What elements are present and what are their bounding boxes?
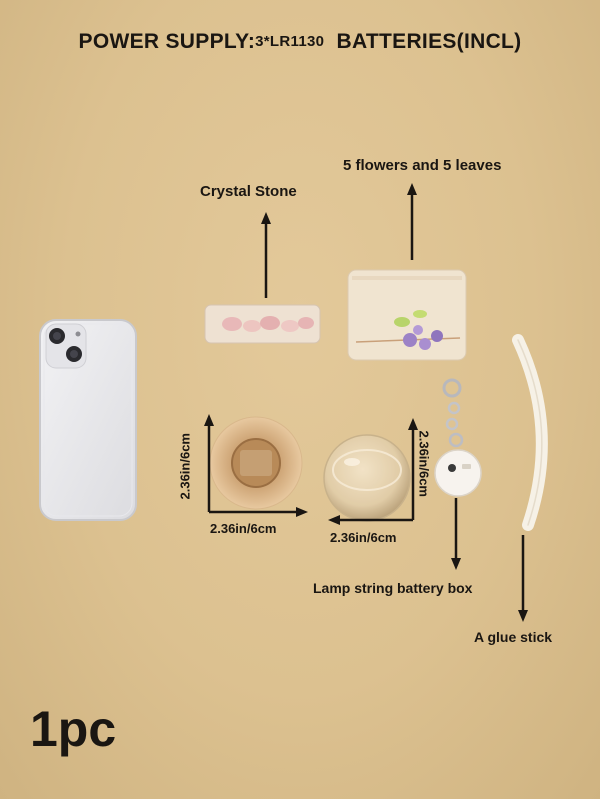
glue-stick-label: A glue stick	[474, 629, 553, 645]
wooden-base-image	[209, 416, 303, 510]
glue-stick-image	[512, 334, 548, 531]
flowers-leaves-label: 5 flowers and 5 leaves	[343, 157, 502, 174]
crystal-stone-label: Crystal Stone	[200, 183, 297, 200]
base-width-label: 2.36in/6cm	[210, 521, 277, 536]
title-prefix: POWER SUPPLY:	[78, 30, 256, 53]
flowers-bag-image	[347, 269, 467, 361]
dome-width-label: 2.36in/6cm	[330, 530, 397, 545]
phone-image	[39, 319, 137, 521]
annotation-arrows	[204, 183, 528, 622]
title-suffix: BATTERIES(INCL)	[336, 30, 522, 53]
battery-model: 3*LR1130	[255, 33, 325, 50]
power-supply-title: POWER SUPPLY:3*LR1130 BATTERIES(INCL)	[0, 30, 600, 54]
quantity-label: 1pc	[30, 701, 117, 757]
crystal-stone-image	[204, 304, 321, 344]
battery-box-image	[434, 378, 482, 497]
base-height-label: 2.36in/6cm	[177, 433, 193, 500]
dome-height-label: 2.36in/6cm	[416, 430, 432, 498]
glass-dome-image	[323, 434, 411, 522]
battery-box-label: Lamp string battery box	[313, 580, 473, 596]
